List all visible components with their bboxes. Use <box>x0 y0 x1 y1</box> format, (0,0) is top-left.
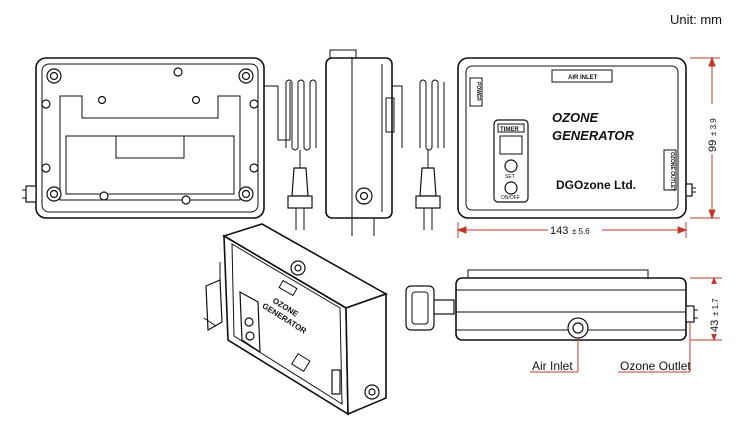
on-off-label: ON/OFF <box>501 195 520 201</box>
timer-display <box>499 135 523 155</box>
screw-icon <box>46 68 62 84</box>
air-inlet-callout: Air Inlet <box>530 338 579 373</box>
ozone-outlet-icon <box>685 305 698 323</box>
set-button <box>504 159 518 173</box>
depth-tolerance: ± 1.7 <box>711 298 720 316</box>
set-label: SET <box>505 174 515 180</box>
side-view <box>285 49 445 236</box>
height-dimension: 99 ± 3.9 <box>690 56 720 220</box>
timer-label: TIMER <box>500 127 519 133</box>
brand-label: DGOzone Ltd. <box>556 178 636 192</box>
screw-icon <box>238 186 254 202</box>
height-value: 99 <box>707 140 719 152</box>
depth-dimension: 43 ± 1.7 <box>690 276 722 342</box>
air-inlet-tag: AIR INLET <box>568 75 598 81</box>
device-title-line1: OZONE <box>552 110 599 125</box>
height-tolerance: ± 3.9 <box>709 118 718 136</box>
width-dimension: 143 ± 5.6 <box>456 222 688 238</box>
on-off-button <box>504 181 518 195</box>
depth-value: 43 <box>709 320 721 332</box>
ozone-outlet-label: Ozone Outlet <box>620 359 691 373</box>
width-tolerance: ± 5.6 <box>572 227 590 236</box>
isometric-view: OZONE GENERATOR <box>203 223 388 416</box>
power-tag: POWER <box>475 82 481 101</box>
screw-icon <box>238 68 254 84</box>
front-view: AIR INLET POWER OZONE OUTLET OZONE GENER… <box>457 57 696 219</box>
air-inlet-label: Air Inlet <box>532 359 573 373</box>
back-view <box>22 57 291 219</box>
ozone-outlet-tag: OZONE OUTLET <box>669 152 675 191</box>
device-title-line2: GENERATOR <box>552 128 634 143</box>
unit-label: Unit: mm <box>670 12 722 27</box>
bottom-view <box>405 269 698 341</box>
air-inlet-icon <box>567 317 589 339</box>
ozone-outlet-callout: Ozone Outlet <box>618 322 691 373</box>
width-value: 143 <box>550 225 568 237</box>
screw-icon <box>46 186 62 202</box>
